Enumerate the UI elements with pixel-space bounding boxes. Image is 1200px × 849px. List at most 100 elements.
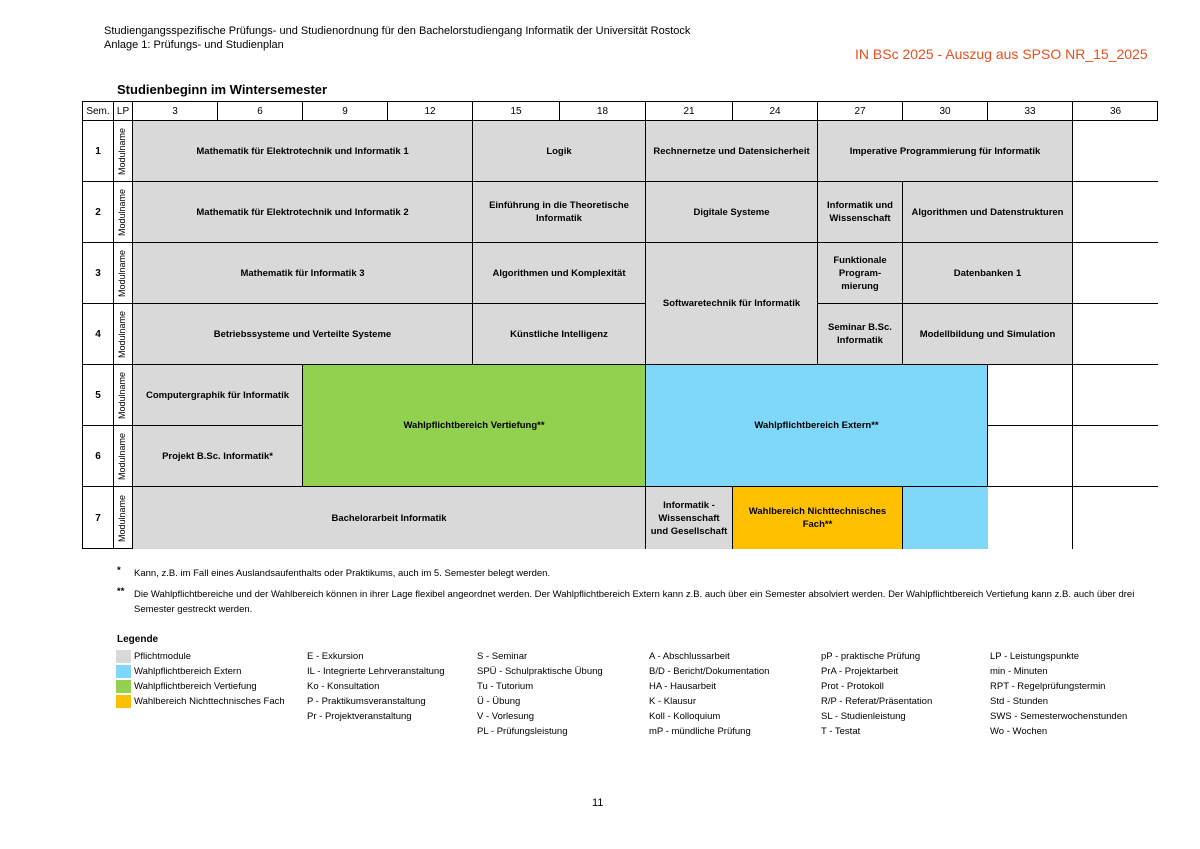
modulname-label: Modulname [114, 243, 133, 304]
legend-abbrev: RPT - Regelprüfungstermin [990, 681, 1106, 692]
footnote-2-mark: ** [117, 586, 125, 597]
module-algorithmen-datenstrukturen: Algorithmen und Datenstrukturen [903, 182, 1073, 243]
lp-header-cell: 24 [733, 102, 818, 121]
legend-abbrev: SL - Studienleistung [821, 711, 906, 722]
header-sem: Sem. [83, 102, 114, 121]
module-projekt: Projekt B.Sc. Informatik* [133, 426, 303, 487]
legend-item-nichttechnisch: Wahlbereich Nichttechnisches Fach [116, 694, 285, 709]
legend-abbrev: SWS - Semesterwochenstunden [990, 711, 1128, 722]
legend-abbrev: Prot - Protokoll [821, 681, 884, 692]
lp-header-cell: 30 [903, 102, 988, 121]
legend-abbrev: Pr - Projektveranstaltung [307, 711, 412, 722]
module-mathe-1: Mathematik für Elektrotechnik und Inform… [133, 121, 473, 182]
module-logik: Logik [473, 121, 646, 182]
legend-abbrev: mP - mündliche Prüfung [649, 726, 751, 737]
legend-col-4: pP - praktische Prüfung PrA - Projektarb… [821, 649, 932, 739]
semester-number: 6 [83, 426, 114, 487]
legend-abbrev: B/D - Bericht/Dokumentation [649, 666, 770, 677]
module-imperative-programmierung: Imperative Programmierung für Informatik [818, 121, 1073, 182]
swatch-grey [116, 649, 131, 663]
footnote-1: Kann, z.B. im Fall eines Auslandsaufenth… [134, 568, 551, 579]
document-header: Studiengangsspezifische Prüfungs- und St… [104, 24, 690, 52]
legend-abbrev: S - Seminar [477, 651, 528, 662]
legend-abbrev: pP - praktische Prüfung [821, 651, 921, 662]
module-theoretische-informatik: Einführung in die Theoretische Informati… [473, 182, 646, 243]
legend-abbrev: Koll - Kolloquium [649, 711, 721, 722]
footnote-2: Die Wahlpflichtbereiche und der Wahlbere… [134, 587, 1144, 617]
empty-cell [988, 487, 1073, 549]
header-line-1: Studiengangsspezifische Prüfungs- und St… [104, 25, 691, 37]
module-computergraphik: Computergraphik für Informatik [133, 365, 303, 426]
module-betriebssysteme: Betriebssysteme und Verteilte Systeme [133, 304, 473, 365]
legend-item-extern: Wahlpflichtbereich Extern [116, 664, 285, 679]
legend-col-5: LP - Leistungspunkte min - Minuten RPT -… [990, 649, 1127, 739]
document-reference: IN BSc 2025 - Auszug aus SPSO NR_15_2025 [855, 46, 1148, 62]
semester-number: 7 [83, 487, 114, 549]
legend-abbrev: A - Abschlussarbeit [649, 651, 730, 662]
swatch-green [116, 679, 131, 693]
legend-abbrev: IL - Integrierte Lehrveranstaltung [307, 666, 445, 677]
legend-abbrev: R/P - Referat/Präsentation [821, 696, 933, 707]
module-datenbanken-1: Datenbanken 1 [903, 243, 1073, 304]
lp-header-cell: 27 [818, 102, 903, 121]
plan-title: Studienbeginn im Wintersemester [117, 82, 328, 97]
legend-abbrev: E - Exkursion [307, 651, 364, 662]
legend-abbrev: PL - Prüfungsleistung [477, 726, 568, 737]
header-lp: LP [114, 102, 133, 121]
swatch-blue [116, 664, 131, 678]
semester-number: 1 [83, 121, 114, 182]
modulname-label: Modulname [114, 365, 133, 426]
lp-header-cell: 36 [1073, 102, 1158, 121]
empty-cell [1073, 182, 1158, 243]
empty-cell [1073, 487, 1158, 549]
empty-cell [1073, 121, 1158, 182]
legend-abbrev: Wo - Wochen [990, 726, 1048, 737]
modulname-label: Modulname [114, 304, 133, 365]
module-mathe-2: Mathematik für Elektrotechnik und Inform… [133, 182, 473, 243]
extern-extension-cell [903, 487, 988, 549]
module-funktionale-programmierung: Funktionale Program-mierung [818, 243, 903, 304]
modulname-label: Modulname [114, 121, 133, 182]
study-plan-table: Sem. LP 3 6 9 12 15 18 21 24 27 30 33 36… [82, 101, 1158, 549]
module-wahlpflicht-extern: Wahlpflichtbereich Extern** [646, 365, 988, 487]
semester-number: 5 [83, 365, 114, 426]
swatch-orange [116, 694, 131, 708]
module-softwaretechnik: Softwaretechnik für Informatik [646, 243, 818, 365]
page-number: 11 [592, 797, 604, 809]
legend-abbrev: HA - Hausarbeit [649, 681, 717, 692]
legend-abbrev: T - Testat [821, 726, 861, 737]
legend-title: Legende [117, 634, 159, 645]
semester-number: 2 [83, 182, 114, 243]
lp-header-cell: 9 [303, 102, 388, 121]
lp-header-cell: 15 [473, 102, 560, 121]
legend-item-vertiefung: Wahlpflichtbereich Vertiefung [116, 679, 285, 694]
module-wahlpflicht-vertiefung: Wahlpflichtbereich Vertiefung** [303, 365, 646, 487]
module-informatik-wissenschaft-gesellschaft: Informatik - Wissenschaft und Gesellscha… [646, 487, 733, 549]
module-modellbildung-simulation: Modellbildung und Simulation [903, 304, 1073, 365]
module-bachelorarbeit: Bachelorarbeit Informatik [133, 487, 646, 549]
legend-abbrev: P - Praktikumsveranstaltung [307, 696, 426, 707]
footnote-2-line-2: Semester gestreckt werden. [134, 604, 253, 615]
legend-abbrev: PrA - Projektarbeit [821, 666, 899, 677]
legend-abbrev: LP - Leistungspunkte [990, 651, 1080, 662]
empty-cell [988, 426, 1073, 487]
empty-cell [1073, 365, 1158, 426]
footnote-1-mark: * [117, 565, 121, 576]
legend-colors: Pflichtmodule Wahlpflichtbereich Extern … [116, 649, 285, 709]
footnote-2-line-1: Die Wahlpflichtbereiche und der Wahlbere… [134, 589, 1135, 600]
semester-number: 3 [83, 243, 114, 304]
legend-abbrev: Tu - Tutorium [477, 681, 534, 692]
legend-abbrev: Std - Stunden [990, 696, 1049, 707]
lp-header-cell: 12 [388, 102, 473, 121]
legend-abbrev: SPÜ - Schulpraktische Übung [477, 666, 603, 677]
lp-header-cell: 6 [218, 102, 303, 121]
lp-header-cell: 21 [646, 102, 733, 121]
modulname-label: Modulname [114, 182, 133, 243]
module-wahlbereich-nichttechnisch: Wahlbereich Nichttechnisches Fach** [733, 487, 903, 549]
semester-number: 4 [83, 304, 114, 365]
legend-abbrev: K - Klausur [649, 696, 696, 707]
module-kuenstliche-intelligenz: Künstliche Intelligenz [473, 304, 646, 365]
legend-col-2: S - Seminar SPÜ - Schulpraktische Übung … [477, 649, 603, 739]
legend-abbrev: min - Minuten [990, 666, 1048, 677]
legend-abbrev: V - Vorlesung [477, 711, 535, 722]
